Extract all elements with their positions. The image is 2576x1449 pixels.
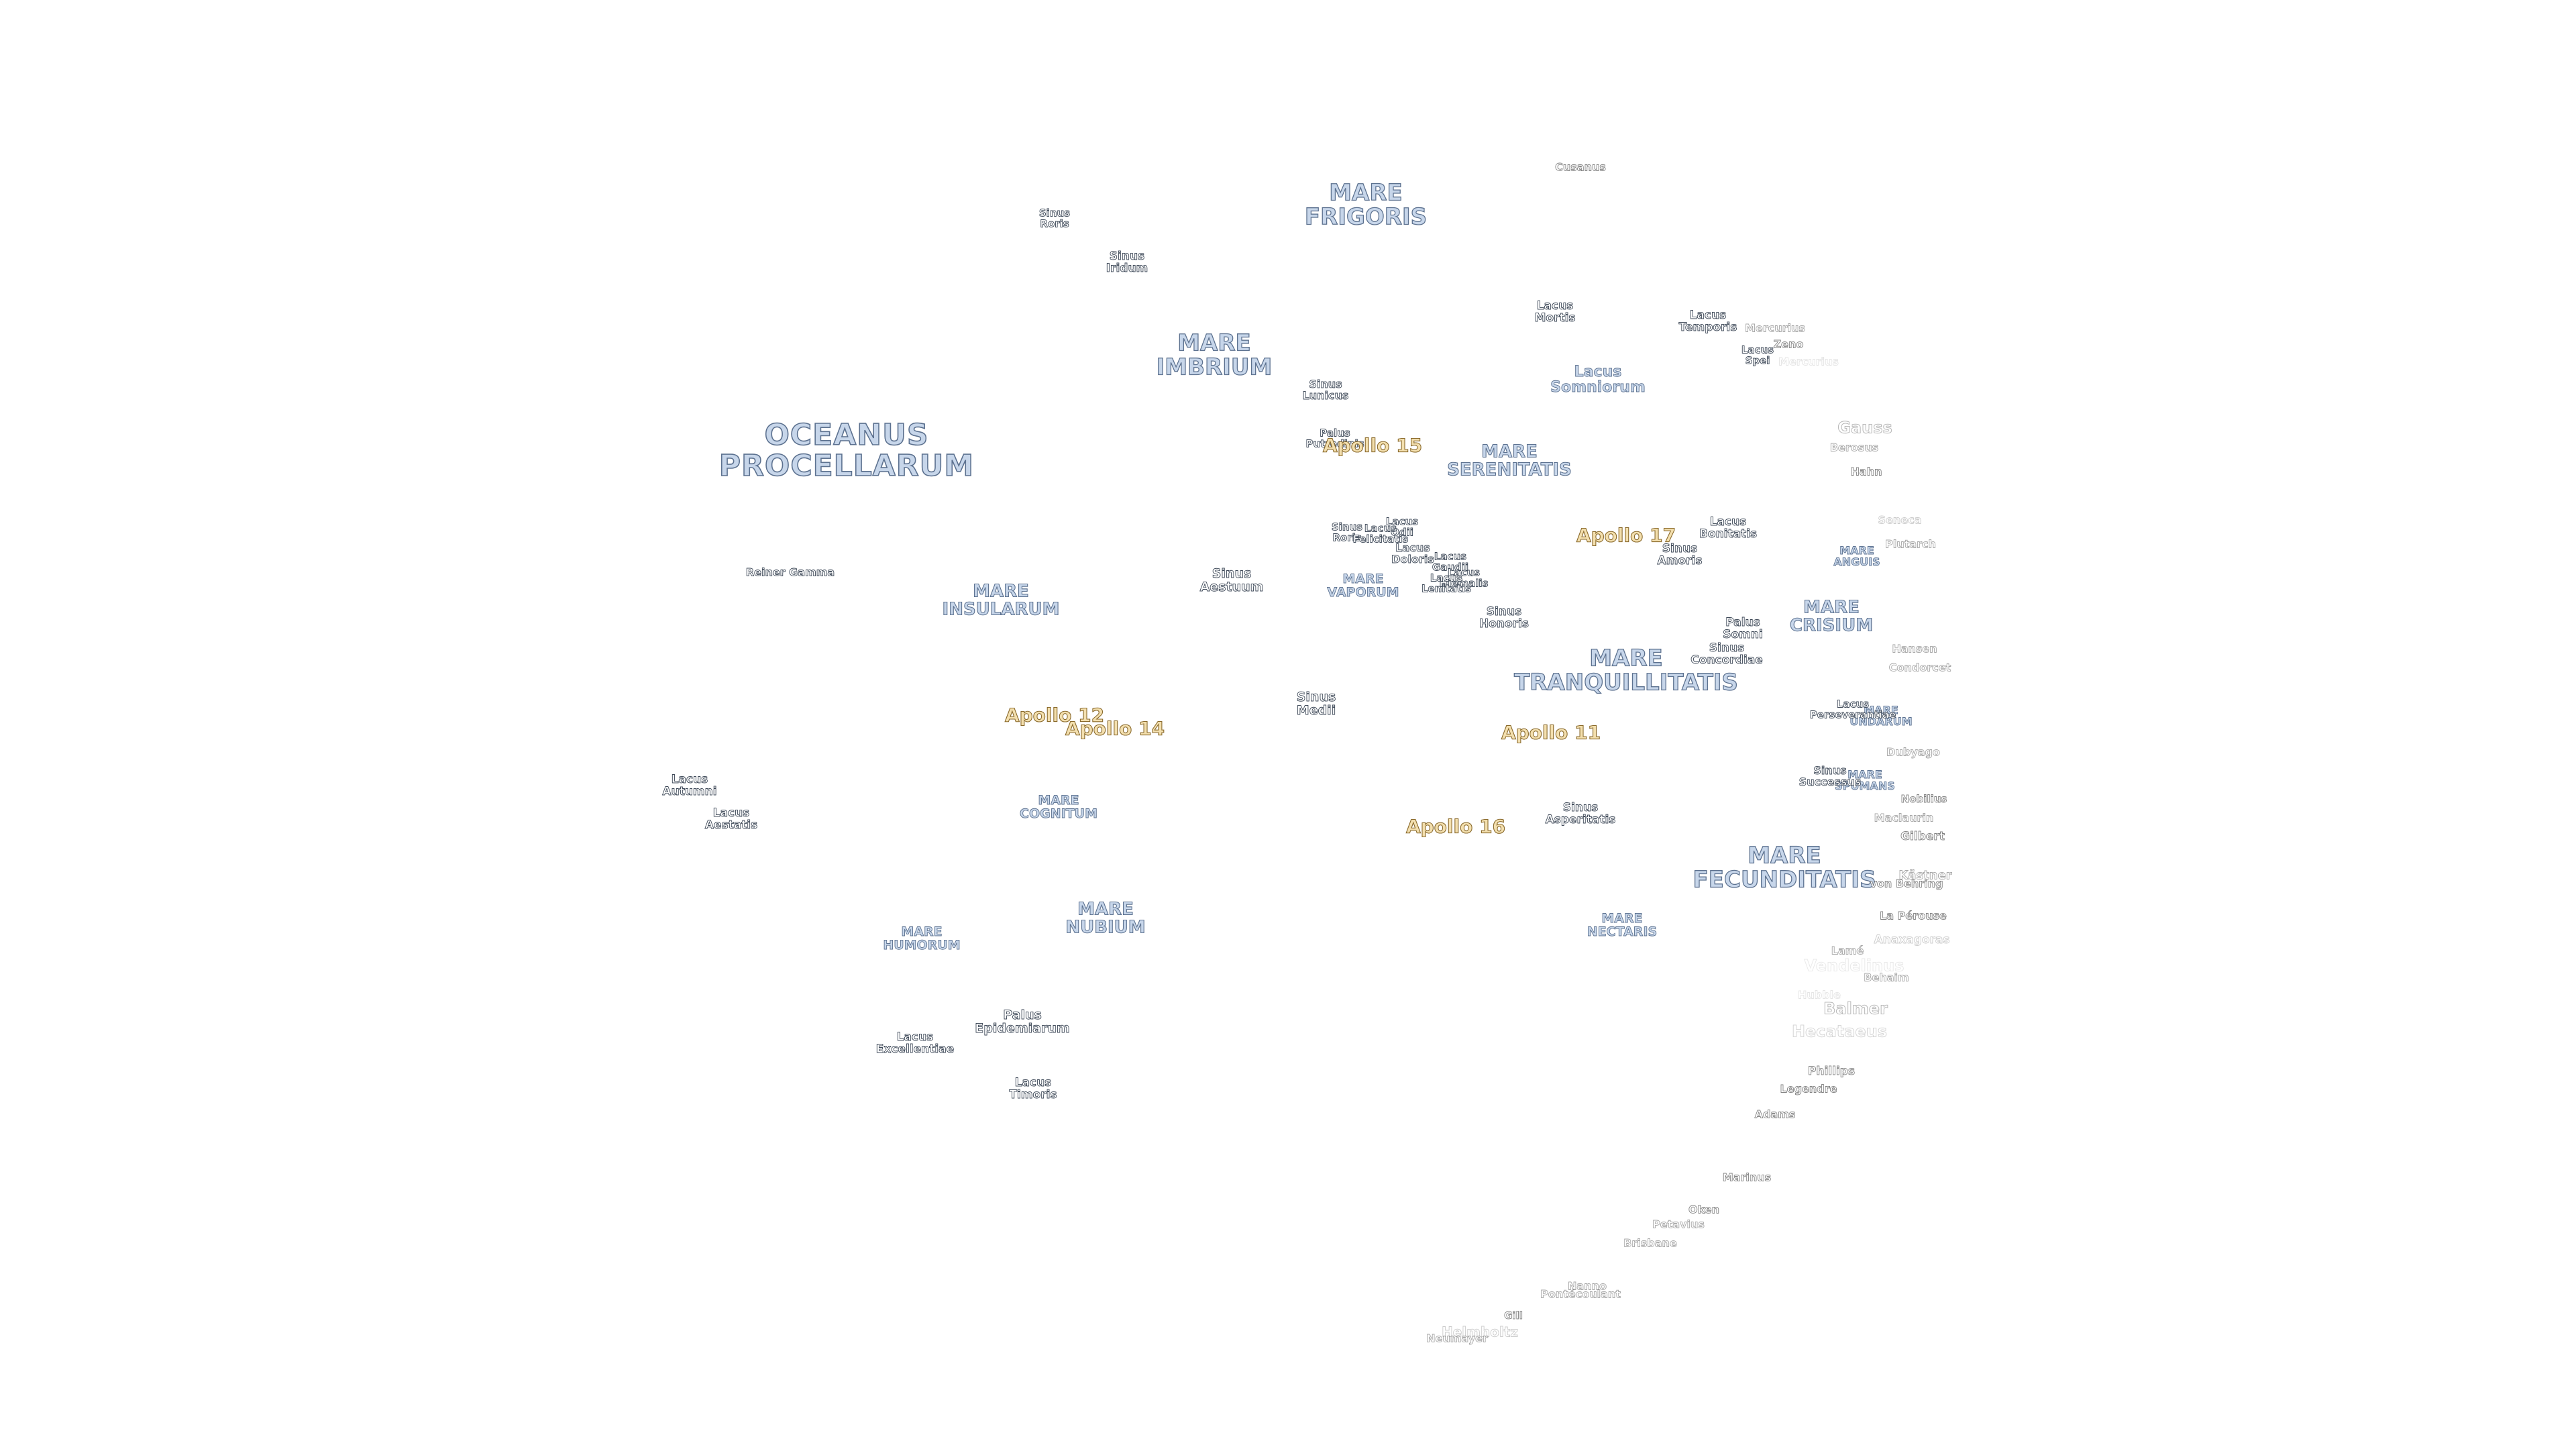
apollo-11-label[interactable]: Apollo 11 [1501,721,1601,744]
lacus-doloris-label[interactable]: Lacus Doloris [1391,541,1435,566]
apollo-17-label[interactable]: Apollo 17 [1576,524,1676,547]
hubble-label[interactable]: Hubble [1797,988,1841,1002]
lacus-felicitatis-label[interactable]: Lacus Felicitatis [1352,522,1409,545]
mare-insularum-label[interactable]: MARE INSULARUM [942,581,1060,620]
sinus-concordiae-label[interactable]: Sinus Concordiae [1690,641,1763,667]
mercurius-label[interactable]: Mercurius [1745,321,1806,335]
sinus-amoris-label[interactable]: Sinus Amoris [1657,542,1703,568]
sinus-asperitatis-label[interactable]: Sinus Asperitatis [1545,801,1616,826]
von-behring-label[interactable]: von Behring [1870,877,1943,890]
legendre-label[interactable]: Legendre [1780,1082,1837,1095]
phillips-label[interactable]: Phillips [1807,1065,1856,1079]
palus-epidemiarum-label[interactable]: Palus Epidemiarum [975,1008,1070,1036]
gilbert-label[interactable]: Gilbert [1900,830,1945,844]
reiner-gamma-label[interactable]: Reiner Gamma [745,566,835,579]
apollo-16-label[interactable]: Apollo 16 [1405,815,1506,838]
lame-label[interactable]: Lamé [1831,944,1864,957]
oken-label[interactable]: Oken [1688,1203,1720,1216]
mare-cognitum-label[interactable]: MARE COGNITUM [1020,793,1098,821]
la-perouse-label[interactable]: La Pérouse [1880,909,1947,922]
apollo-15-label[interactable]: Apollo 15 [1322,434,1423,457]
plutarch-label[interactable]: Plutarch [1885,537,1937,551]
mare-anguis-label[interactable]: MARE ANGUIS [1833,544,1880,568]
condorcet-label[interactable]: Condorcet [1888,661,1951,674]
mare-serenitatis-label[interactable]: MARE SERENITATIS [1447,441,1572,480]
nanno-label[interactable]: Nanno [1568,1279,1607,1293]
oceanus-procellarum-label[interactable]: OCEANUS PROCELLARUM [718,417,975,483]
behaim-label[interactable]: Behaim [1864,971,1909,984]
sinus-iridum-label[interactable]: Sinus Iridum [1106,250,1148,275]
hansen-label[interactable]: Hansen [1892,642,1937,655]
mare-frigoris-label[interactable]: MARE FRIGORIS [1304,179,1428,230]
sinus-roris-2-label[interactable]: Sinus Roris [1331,521,1363,543]
cusanus-label[interactable]: Cusanus [1555,160,1607,174]
lacus-mortis-label[interactable]: Lacus Mortis [1534,299,1576,325]
petavius-label[interactable]: Petavius [1652,1218,1705,1231]
mare-nubium-label[interactable]: MARE NUBIUM [1065,899,1146,938]
mare-nectaris-label[interactable]: MARE NECTARIS [1587,911,1658,939]
lacus-bonitatis-label[interactable]: Lacus Bonitatis [1699,515,1758,541]
lacus-excellentiae-label[interactable]: Lacus Excellentiae [875,1030,955,1056]
zeno-label[interactable]: Zeno [1773,337,1804,351]
palus-somni-label[interactable]: Palus Somni [1723,616,1763,641]
mare-undarum-label[interactable]: MARE UNDARUM [1849,704,1913,728]
lacus-somniorum-label[interactable]: Lacus Somniorum [1550,363,1646,396]
seneca-label[interactable]: Seneca [1878,513,1922,527]
apollo-12-label[interactable]: Apollo 12 [1004,704,1105,727]
mare-humorum-label[interactable]: MARE HUMORUM [883,924,961,953]
marinus-label[interactable]: Marinus [1722,1171,1772,1184]
nobilius-label[interactable]: Nobilius [1900,793,1947,806]
lacus-spei-label[interactable]: Lacus Spei [1741,343,1774,366]
maclaurin-label[interactable]: Maclaurin [1874,811,1934,824]
lacus-aestatis-label[interactable]: Lacus Aestatis [704,806,758,832]
mare-vaporum-label[interactable]: MARE VAPORUM [1327,572,1399,600]
sinus-medii-label[interactable]: Sinus Medii [1296,690,1336,718]
pontecoulant-label[interactable]: Pontécoulant [1540,1287,1621,1301]
sinus-roris-label[interactable]: Sinus Roris [1038,207,1071,229]
anaxagoras-label[interactable]: Anaxagoras [1874,933,1950,947]
hahn-label[interactable]: Hahn [1850,465,1882,478]
lacus-autumni-label[interactable]: Lacus Autumni [662,773,717,798]
mare-crisium-label[interactable]: MARE CRISIUM [1789,597,1874,636]
balmer-label[interactable]: Balmer [1823,999,1888,1018]
mare-imbrium-label[interactable]: MARE IMBRIUM [1156,329,1273,380]
hecataeus-label[interactable]: Hecataeus [1791,1022,1888,1041]
mare-fecunditatis-label[interactable]: MARE FECUNDITATIS [1693,842,1876,893]
sinus-aestuum-label[interactable]: Sinus Aestuum [1199,566,1264,594]
apollo-14-label[interactable]: Apollo 14 [1065,717,1165,740]
lacus-timoris-label[interactable]: Lacus Timoris [1009,1076,1057,1102]
gill-label[interactable]: Gill [1504,1309,1523,1322]
dubyago-label[interactable]: Dubyago [1886,745,1941,759]
mercurius-faint-label[interactable]: Mercurius [1778,355,1839,368]
neumayer-label[interactable]: Neumayer [1426,1332,1489,1345]
lacus-temporis-label[interactable]: Lacus Temporis [1678,309,1737,334]
sinus-lunicus-label[interactable]: Sinus Lunicus [1302,378,1349,402]
sinus-successus-label[interactable]: Sinus Successus [1799,764,1862,788]
kastner-label[interactable]: Kästner [1898,868,1952,883]
gauss-label[interactable]: Gauss [1837,418,1893,437]
vendelinus-label[interactable]: Vendelinus [1804,956,1904,975]
lacus-perseverantiae-label[interactable]: Lacus Perseverantiae [1809,698,1896,720]
lacus-odii-label[interactable]: Lacus Odii [1385,515,1419,538]
helmholtz-label[interactable]: Helmholtz [1441,1324,1519,1340]
mare-tranquillitatis-label[interactable]: MARE TRANQUILLITATIS [1513,645,1738,696]
adams-label[interactable]: Adams [1754,1108,1796,1121]
lacus-lenitatis-label[interactable]: Lacus Lenitatis [1421,572,1472,594]
lacus-gaudii-label[interactable]: Lacus Gaudii [1432,550,1469,573]
lacus-hiemalis-label[interactable]: Lacus Hiemalis [1439,566,1489,589]
berosus-label[interactable]: Berosus [1829,441,1879,454]
sinus-honoris-label[interactable]: Sinus Honoris [1479,605,1529,631]
mare-spumans-label[interactable]: MARE SPUMANS [1835,768,1895,792]
brisbane-label[interactable]: Brisbane [1623,1236,1677,1250]
palus-putredinis-label[interactable]: Palus Putredinis [1305,427,1364,449]
